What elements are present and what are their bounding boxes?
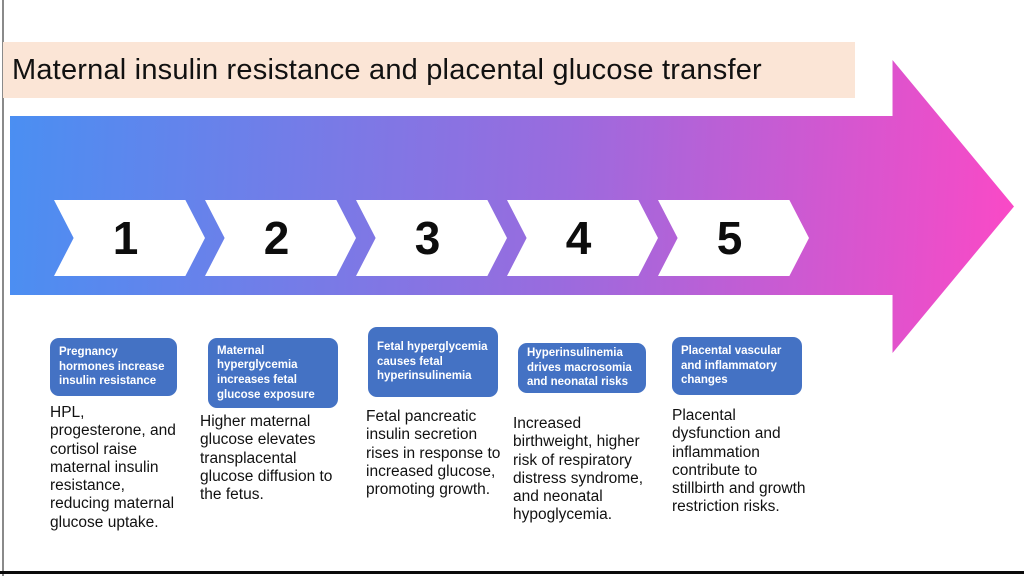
step-label-3: Fetal hyperglycemia causes fetal hyperin…	[368, 327, 498, 397]
slide-left-border	[2, 0, 4, 576]
step-number-1: 1	[112, 212, 139, 264]
step-label-4: Hyperinsulinemia drives macrosomia and n…	[518, 343, 646, 393]
step-number-5: 5	[716, 212, 743, 264]
slide-bottom-border	[0, 571, 1024, 574]
step-number-2: 2	[263, 212, 290, 264]
step-description-5: Placental dysfunction and inflammation c…	[672, 407, 806, 516]
step-chevron-1: 1	[54, 200, 205, 276]
step-label-2: Maternal hyperglycemia increases fetal g…	[208, 338, 338, 408]
step-description-1: HPL, progesterone, and cortisol raise ma…	[50, 404, 176, 531]
step-label-1: Pregnancy hormones increase insulin resi…	[50, 338, 177, 396]
step-description-4: Increased birthweight, higher risk of re…	[513, 415, 644, 524]
step-chevron-2: 2	[205, 200, 356, 276]
step-number-4: 4	[565, 212, 592, 264]
page-title: Maternal insulin resistance and placenta…	[12, 53, 762, 86]
step-chevron-3: 3	[356, 200, 507, 276]
step-chevron-4: 4	[507, 200, 658, 276]
step-number-3: 3	[414, 212, 441, 264]
step-label-5: Placental vascular and inflammatory chan…	[672, 337, 802, 395]
step-description-3: Fetal pancreatic insulin secretion rises…	[366, 408, 501, 499]
step-chevron-5: 5	[658, 200, 809, 276]
title-bar: Maternal insulin resistance and placenta…	[3, 42, 855, 98]
step-description-2: Higher maternal glucose elevates transpl…	[200, 413, 333, 504]
